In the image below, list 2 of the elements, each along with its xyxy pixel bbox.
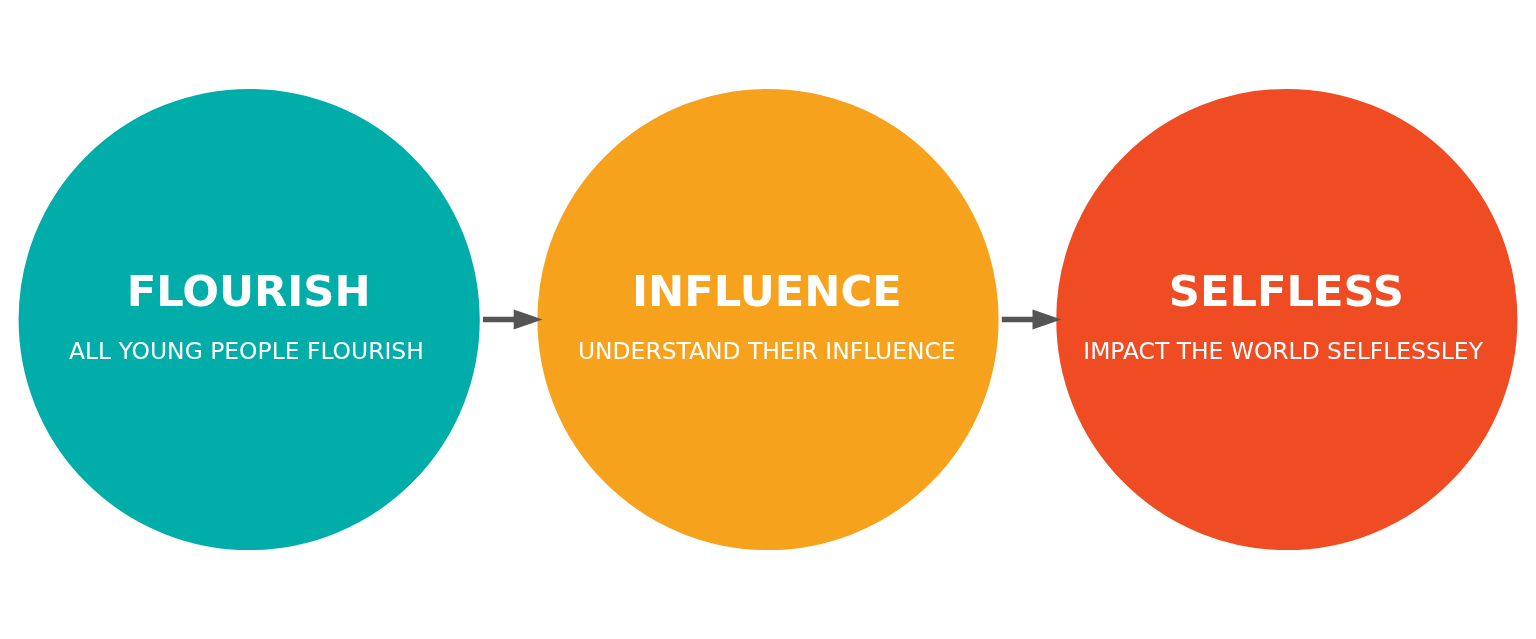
arrow bbox=[1001, 309, 1062, 330]
arrow bbox=[482, 309, 543, 330]
